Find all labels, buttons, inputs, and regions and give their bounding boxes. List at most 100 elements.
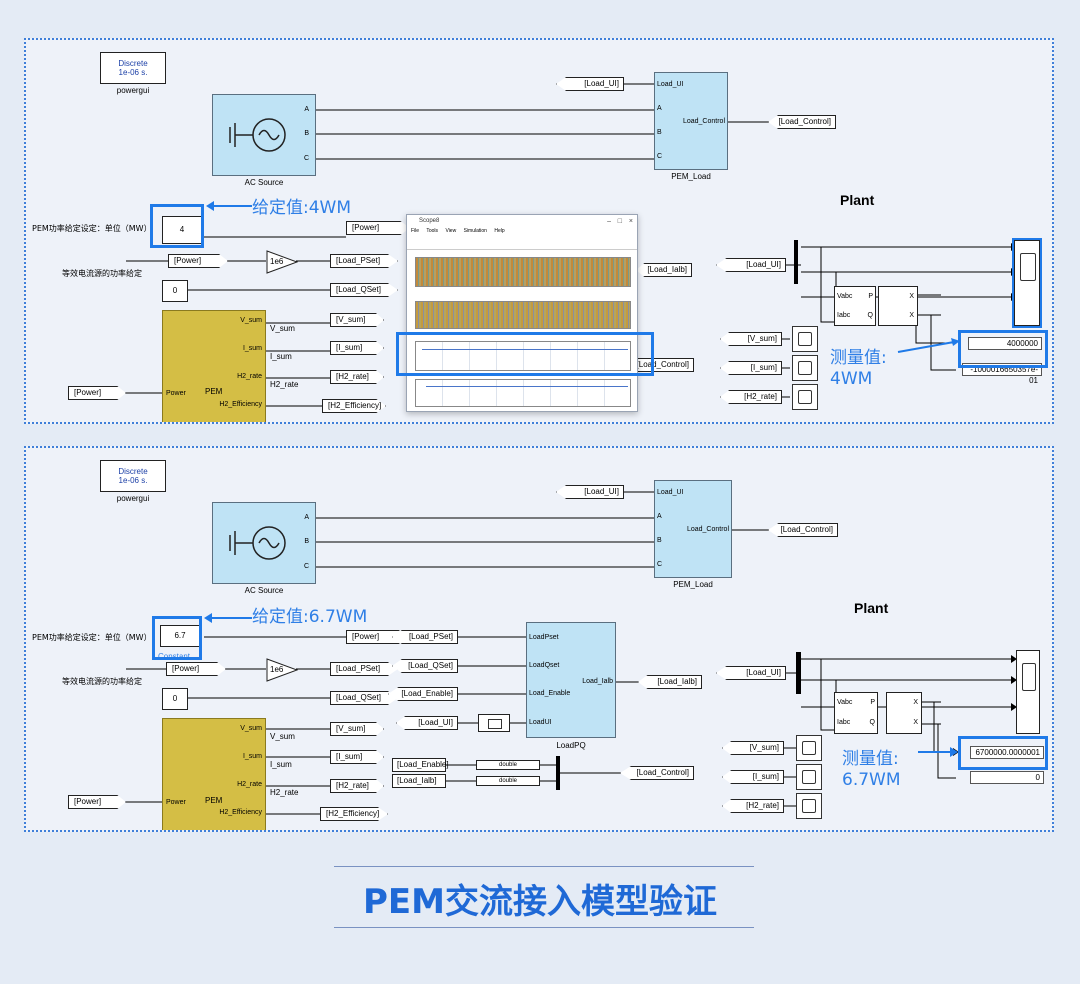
menu-view[interactable]: View	[445, 228, 457, 234]
tag-load-ui-in[interactable]: [Load_UI]	[396, 716, 458, 730]
tag-load-control-in-bottom[interactable]: [Load_Control]	[768, 523, 838, 537]
tag-load-ialb-conv[interactable]: [Load_Ialb]	[392, 774, 446, 788]
tag-power-in-top[interactable]: [Power]	[168, 254, 228, 268]
product-block[interactable]: X X	[886, 692, 922, 734]
tag-load-ui-plant-top[interactable]: [Load_UI]	[716, 258, 786, 272]
tag-text: [H2_rate]	[746, 801, 779, 810]
tag-load-ialb-top[interactable]: [Load_Ialb]	[636, 263, 692, 277]
tag-power-pem-bottom[interactable]: [Power]	[68, 795, 126, 809]
tag-vsum-in-bottom[interactable]: [V_sum]	[722, 741, 784, 755]
tag-vsum-out-bottom[interactable]: [V_sum]	[330, 722, 384, 736]
convert-block-2[interactable]: double	[476, 776, 540, 786]
qset-constant[interactable]: 0	[162, 280, 188, 302]
menu-tools[interactable]: Tools	[426, 228, 439, 234]
tag-load-pset-bottom[interactable]: [Load_PSet]	[330, 662, 398, 676]
menu-simulation[interactable]: Simulation	[463, 228, 487, 234]
tag-isum-in-top[interactable]: [I_sum]	[720, 361, 782, 375]
tag-power-out-top[interactable]: [Power]	[346, 221, 410, 235]
mux-bar[interactable]	[556, 756, 560, 790]
pem-load-block[interactable]: Load_UI A B C Load_Control	[654, 480, 732, 578]
minimize-icon[interactable]: –	[607, 218, 611, 225]
measured-arrow	[918, 747, 958, 757]
tag-isum-in-bottom[interactable]: [I_sum]	[722, 770, 784, 784]
tag-load-control-out-bottom[interactable]: [Load_Control]	[620, 766, 694, 780]
tag-text: [Load_PSet]	[408, 632, 453, 641]
pem-port-h2eff: H2_Efficiency	[219, 809, 262, 816]
scope-isum[interactable]	[792, 355, 818, 381]
pq-port-p: P	[870, 699, 875, 706]
tag-load-ui-bottom[interactable]: [Load_UI]	[556, 485, 624, 499]
pq-measure-block[interactable]: Vabc Iabc P Q	[834, 692, 878, 734]
pem-block[interactable]: V_sum I_sum H2_rate H2_Efficiency Power …	[162, 310, 266, 422]
measured-arrow	[897, 338, 960, 353]
tag-load-enable-conv[interactable]: [Load_Enable]	[392, 758, 449, 772]
plant-scope-block[interactable]	[1016, 650, 1040, 734]
tag-h2eff-out-bottom[interactable]: [H2_Efficiency]	[320, 807, 388, 821]
tag-text: [Load_Ialb]	[657, 677, 697, 686]
convert-block-1[interactable]: double	[476, 760, 540, 770]
pem-setting-label: PEM功率给定设定：单位（MW）	[32, 633, 152, 642]
powergui-block[interactable]: Discrete 1e-06 s.	[100, 460, 166, 492]
qset-constant[interactable]: 0	[162, 688, 188, 710]
tag-text: [Load_Enable]	[401, 689, 453, 698]
scope-vsum[interactable]	[792, 326, 818, 352]
ac-source-block[interactable]: A B C	[212, 94, 316, 176]
gain-block[interactable]	[266, 658, 298, 682]
scope-window[interactable]: Scope8 – □ × File Tools View Simulation …	[406, 214, 638, 412]
scope-h2rate[interactable]	[796, 793, 822, 819]
maximize-icon[interactable]: □	[617, 218, 622, 225]
selector-block[interactable]	[478, 714, 510, 732]
tag-load-ui-plant-bottom[interactable]: [Load_UI]	[716, 666, 786, 680]
scope-h2rate[interactable]	[792, 384, 818, 410]
scope-isum[interactable]	[796, 764, 822, 790]
tag-vsum-in-top[interactable]: [V_sum]	[720, 332, 782, 346]
ac-source-block[interactable]: A B C	[212, 502, 316, 584]
loadpq-port-qset: LoadQset	[529, 662, 560, 669]
scope-vsum[interactable]	[796, 735, 822, 761]
tag-load-ialb-bottom[interactable]: [Load_Ialb]	[638, 675, 702, 689]
tag-isum-out-bottom[interactable]: [I_sum]	[330, 750, 384, 764]
tag-h2rate-in-bottom[interactable]: [H2_rate]	[722, 799, 784, 813]
loadpq-port-pset: LoadPset	[529, 634, 559, 641]
pem-port-vsum: V_sum	[240, 317, 262, 324]
demux-bar[interactable]	[794, 240, 798, 284]
title-line-bottom	[334, 927, 754, 928]
gain-block[interactable]	[266, 250, 298, 274]
tag-load-control-in-top[interactable]: [Load_Control]	[768, 115, 836, 129]
tag-power-pem-top[interactable]: [Power]	[68, 386, 126, 400]
tag-load-qset-in[interactable]: [Load_QSet]	[392, 659, 458, 673]
tag-isum-out-top[interactable]: [I_sum]	[330, 341, 384, 355]
pem-load-port-control: Load_Control	[686, 526, 729, 533]
pem-block[interactable]: V_sum I_sum H2_rate H2_Efficiency Power …	[162, 718, 266, 830]
pem-load-block[interactable]: Load_UI A B C Load_Control	[654, 72, 728, 170]
menu-help[interactable]: Help	[494, 228, 505, 234]
demux-bar[interactable]	[796, 652, 801, 694]
tag-h2rate-out-top[interactable]: [H2_rate]	[330, 370, 384, 384]
tag-text: [Load_Control]	[636, 768, 689, 777]
tag-load-qset-top[interactable]: [Load_QSet]	[330, 283, 398, 297]
powergui-block[interactable]: Discrete 1e-06 s.	[100, 52, 166, 84]
tag-load-pset-in[interactable]: [Load_PSet]	[392, 630, 458, 644]
tag-vsum-out-top[interactable]: [V_sum]	[330, 313, 384, 327]
scope-toolbar[interactable]	[407, 237, 637, 250]
loadpq-block[interactable]: LoadPset LoadQset Load_Enable LoadUI Loa…	[526, 622, 616, 738]
tag-h2rate-in-top[interactable]: [H2_rate]	[720, 390, 782, 404]
tag-h2eff-out-top[interactable]: [H2_Efficiency]	[322, 399, 386, 413]
pem-port-power: Power	[166, 390, 186, 397]
tag-load-ui-top[interactable]: [Load_UI]	[556, 77, 624, 91]
tag-h2rate-out-bottom[interactable]: [H2_rate]	[330, 779, 384, 793]
tag-load-pset-top[interactable]: [Load_PSet]	[330, 254, 398, 268]
pq-measure-block[interactable]: Vabc Iabc P Q	[834, 286, 876, 326]
close-icon[interactable]: ×	[628, 218, 633, 225]
menu-file[interactable]: File	[411, 228, 420, 234]
product-block[interactable]: X X	[878, 286, 918, 326]
tag-load-enable-in[interactable]: [Load_Enable]	[388, 687, 458, 701]
constant-block[interactable]: 6.7	[160, 625, 200, 647]
convert-label: double	[498, 778, 518, 784]
tag-load-qset-bottom[interactable]: [Load_QSet]	[330, 691, 398, 705]
pq-port-vabc: Vabc	[837, 293, 853, 300]
tag-power-in-bottom[interactable]: [Power]	[166, 662, 226, 676]
pq-port-iabc: Iabc	[837, 312, 851, 319]
constant-block[interactable]: 4	[162, 216, 202, 244]
plant-scope-block[interactable]	[1014, 240, 1040, 326]
